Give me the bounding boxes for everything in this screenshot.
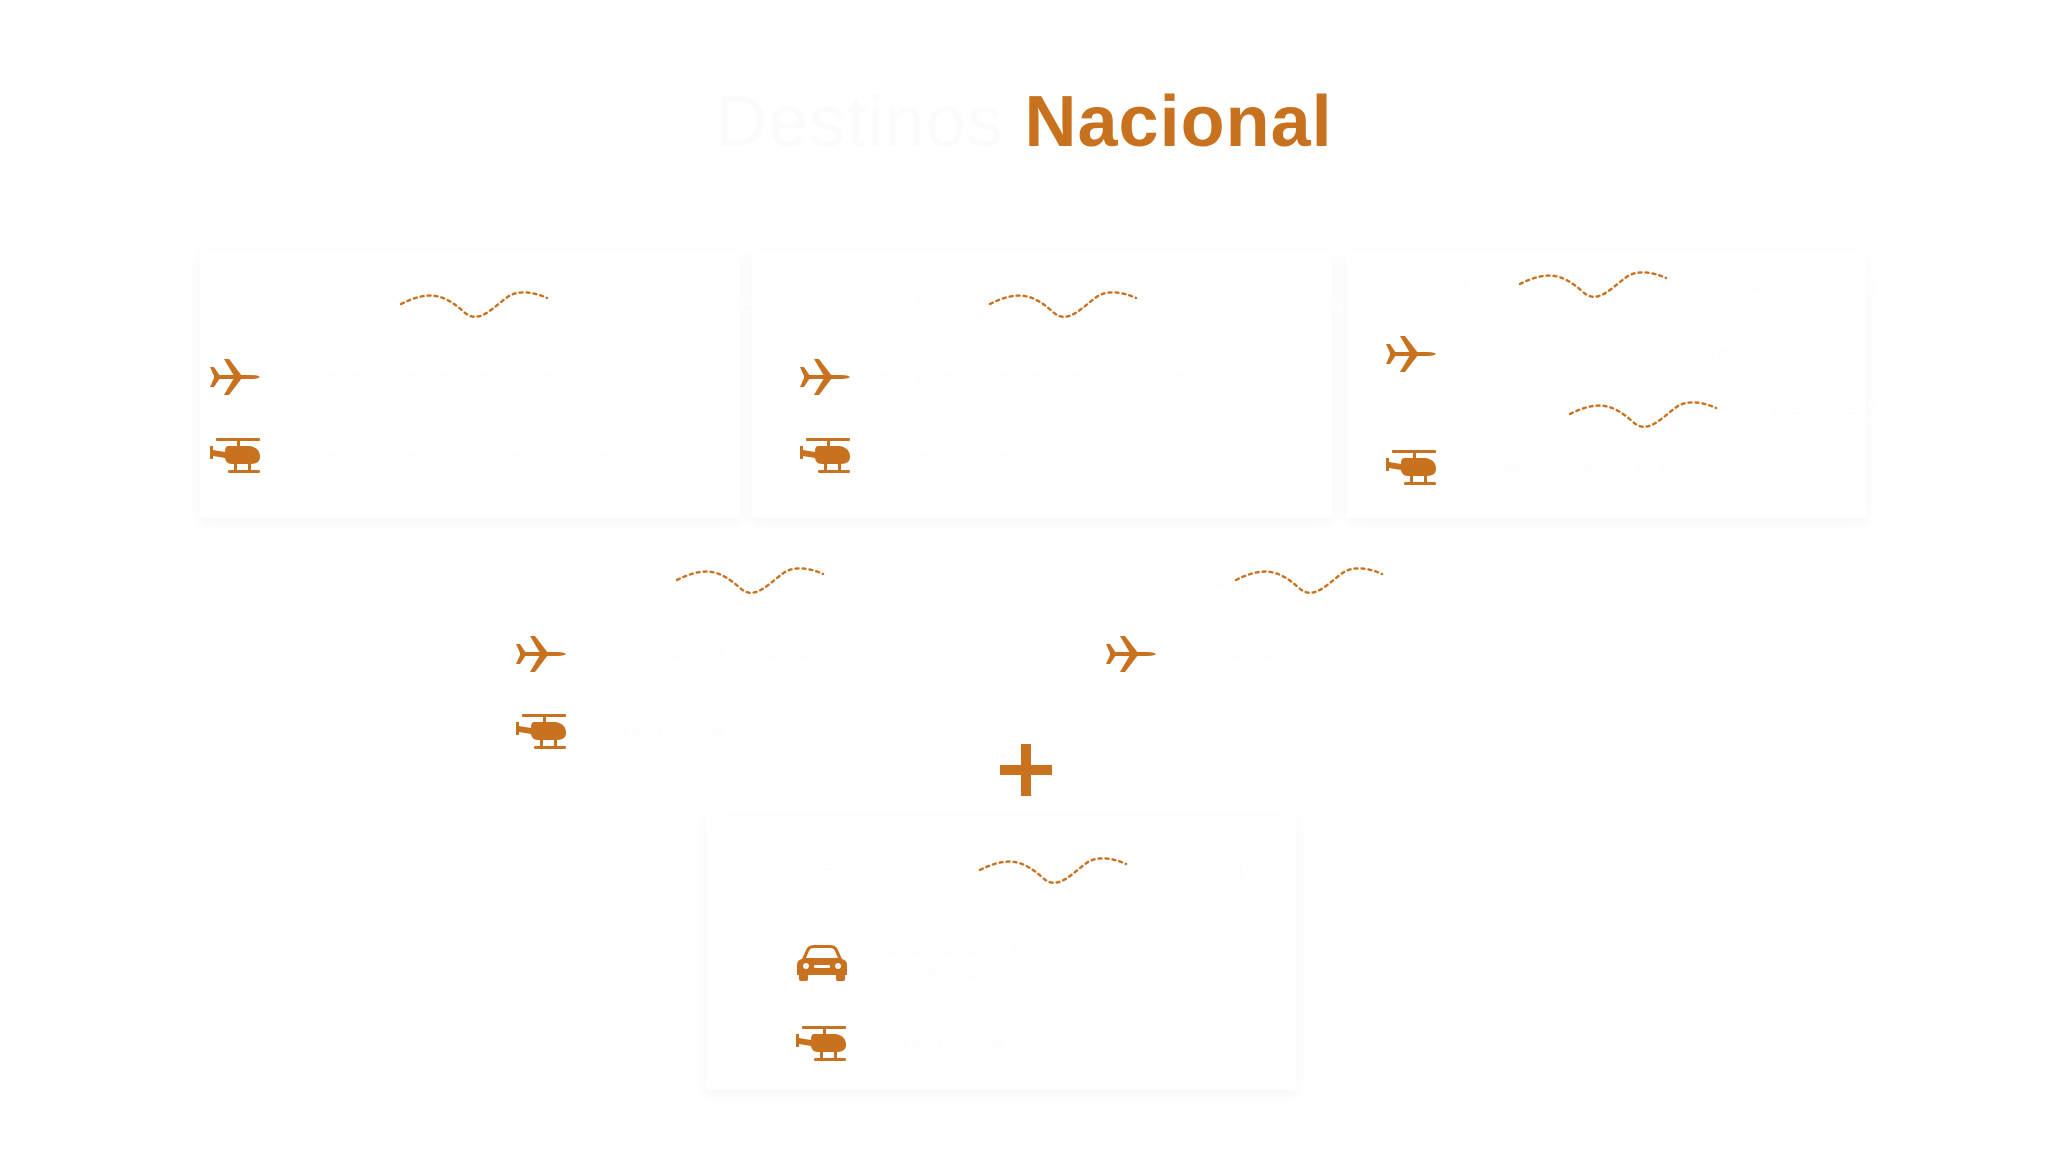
row-airplane-time: Tempo estimado de voo (direto): 1h 30 mi…	[800, 357, 1215, 397]
info-text: Tempo estimado de voo (direto): 1h 5 min…	[576, 643, 922, 663]
dotted-route-line	[1518, 271, 1668, 298]
dotted-route-line	[978, 857, 1128, 884]
route-header-curitiba: CURITIBA FLORIANÓPOLIS	[1396, 266, 1874, 306]
row-airplane-time: Tempo estimado de voo (direto): 1h 5 min…	[516, 634, 922, 674]
info-text: Tempo estimado de voo: 3h 30 minutos	[576, 721, 873, 741]
row-helicopter-time: Tempo estimado de voo: 3h 30 minutos	[516, 712, 873, 752]
panel-rio-de-janeiro	[752, 250, 1332, 518]
route-destination: BOM RETIRO	[1723, 402, 1881, 429]
route-origin: CURITIBA	[1396, 272, 1513, 299]
info-text: Tempo estimado de voo (direto): 2h 5 min…	[1166, 643, 1512, 663]
airplane-icon	[800, 357, 852, 397]
route-origin: BRASÍLIA	[1116, 568, 1229, 595]
route-origin: FLORIANÓPOLIS	[1362, 402, 1562, 429]
airplane-icon	[1106, 634, 1158, 674]
row-airplane-time: Tempo estimado de voo (direto): 50 minut…	[210, 357, 602, 397]
route-header-bom-retiro-upper: FLORIANÓPOLIS BOM RETIRO	[1362, 396, 1881, 436]
route-header-porto-alegre: PORTO ALEGRE FLORIANÓPOLIS	[200, 286, 755, 326]
route-destination: FLORIANÓPOLIS	[1390, 568, 1590, 595]
route-destination: BOM RETIRO	[1133, 858, 1291, 885]
info-text: Tempo estimado de voo (direto): 50 minut…	[1446, 343, 1778, 363]
row-airplane-time: Tempo estimado de voo (direto): 50 minut…	[1386, 334, 1778, 374]
route-destination: FLORIANÓPOLIS	[1674, 272, 1874, 299]
helicopter-icon	[210, 436, 262, 476]
panel-porto-alegre	[200, 250, 740, 518]
dotted-route-line	[1234, 567, 1384, 594]
plus-icon	[1000, 744, 1052, 796]
route-destination: FLORIANÓPOLIS	[555, 292, 756, 319]
row-helicopter-time: Tempo estimado de voo: 50 minutos	[1386, 448, 1719, 488]
info-text: Tempo estimado de voo (direto): 1h 30 mi…	[860, 366, 1216, 386]
helicopter-icon	[796, 1024, 848, 1064]
row-airplane-time: Tempo estimado de voo (direto): 2h 5 min…	[1106, 634, 1512, 674]
route-destination: FLORIANÓPOLIS	[831, 568, 1032, 595]
route-header-rio-de-janeiro: RIO DE JANEIRO FLORIANÓPOLIS	[782, 286, 1344, 326]
dotted-route-line	[676, 567, 825, 594]
info-text: Tempo estimado de voo: 30 minutos	[856, 1033, 1130, 1053]
dotted-route-line	[989, 291, 1138, 318]
dotted-route-line	[399, 291, 549, 318]
info-text: Tempo estimado de voo: 1 hora e 50 minut…	[270, 445, 611, 465]
info-text: Tempo estimado de voo: 50 minutos	[1446, 457, 1720, 477]
info-text: Tempo estimado de voo (direto): 50 minut…	[270, 366, 602, 386]
info-text: Distância: Cerca de 130 km	[856, 941, 1065, 960]
title-part2: Nacional	[1024, 82, 1333, 162]
route-destination: FLORIANÓPOLIS	[1144, 292, 1345, 319]
airplane-icon	[1386, 334, 1438, 374]
route-header-sao-paulo: SÃO PAULO FLORIANÓPOLIS	[528, 562, 1031, 602]
airplane-icon	[516, 634, 568, 674]
row-helicopter-time: Tempo estimado de voo: 30 minutos	[796, 1024, 1129, 1064]
helicopter-icon	[1386, 448, 1438, 488]
car-icon	[796, 942, 848, 982]
helicopter-icon	[800, 436, 852, 476]
route-header-brasilia: BRASÍLIA FLORIANÓPOLIS	[1116, 562, 1590, 602]
route-origin: PORTO ALEGRE	[200, 292, 394, 319]
title-part1: Destinos	[715, 82, 1004, 162]
airplane-icon	[210, 357, 262, 397]
row-car-distance: Distância: Cerca de 130 km Tempo médio: …	[796, 940, 1065, 984]
info-text-secondary: Tempo médio: 2h	[856, 963, 987, 983]
helicopter-icon	[516, 712, 568, 752]
route-origin: SÃO PAULO	[528, 568, 670, 595]
row-helicopter-time: Tempo estimado de voo: 1 hora e 50 minut…	[210, 436, 610, 476]
route-origin: RIO DE JANEIRO	[782, 292, 983, 319]
row-helicopter-time: Tempo estimado de voo: 3h 30 minutos	[800, 436, 1157, 476]
route-header-bom-retiro-lower: FLORIANÓPOLIS BOM RETIRO	[772, 852, 1291, 892]
page-title: Destinos Nacional	[0, 86, 2048, 158]
dotted-route-line	[1568, 401, 1718, 428]
route-origin: FLORIANÓPOLIS	[772, 858, 972, 885]
info-text: Tempo estimado de voo: 3h 30 minutos	[860, 445, 1157, 465]
